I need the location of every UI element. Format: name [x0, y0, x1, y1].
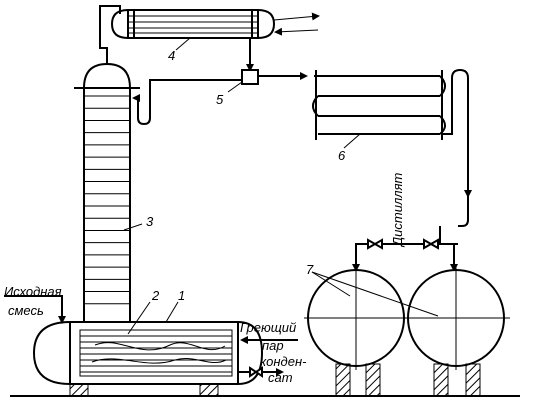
label-condensate-1: конден- — [260, 354, 307, 369]
number-3: 3 — [146, 214, 154, 229]
condenser-4 — [110, 9, 276, 39]
valve-right — [423, 238, 439, 250]
label-condensate-2: сат — [268, 370, 293, 385]
leader-5 — [227, 81, 243, 93]
leader-3 — [123, 223, 143, 231]
receiver-7-right — [404, 266, 510, 397]
feed-line — [4, 295, 66, 324]
distillate-line — [442, 68, 472, 198]
label-distillate: Дистиллят — [390, 172, 405, 248]
leader-4 — [175, 37, 191, 51]
coolant-out-arrow — [273, 12, 320, 21]
number-2: 2 — [151, 288, 160, 303]
label-steam-2: пар — [262, 338, 284, 353]
column-3 — [74, 62, 140, 323]
label-feed-1: Исходная — [4, 284, 62, 299]
leader-7-a — [311, 271, 351, 297]
distributor-5 — [241, 69, 259, 85]
boiler-support-left — [69, 383, 89, 397]
coolant-in-arrow — [274, 27, 319, 36]
number-7: 7 — [306, 262, 314, 277]
cooler-6 — [312, 70, 446, 140]
reflux-line — [132, 79, 242, 126]
valve-left — [367, 238, 383, 250]
condensate-valve — [249, 366, 263, 378]
column-trays — [84, 95, 130, 305]
leader-6 — [343, 133, 361, 149]
label-feed-2: смесь — [8, 303, 44, 318]
boiler-support-right — [199, 383, 219, 397]
number-1: 1 — [178, 288, 185, 303]
tube-bundle-2 — [79, 329, 233, 377]
number-5: 5 — [216, 92, 224, 107]
boiler-1 — [32, 321, 264, 397]
leader-1 — [165, 301, 179, 323]
receiver-7-left — [304, 266, 408, 397]
vapor-line — [99, 5, 121, 64]
number-4: 4 — [168, 48, 175, 63]
leader-7-b — [311, 271, 439, 317]
distributor-header — [458, 196, 469, 227]
label-steam-1: Греющий — [240, 320, 296, 335]
leader-2 — [127, 301, 151, 335]
number-6: 6 — [338, 148, 346, 163]
